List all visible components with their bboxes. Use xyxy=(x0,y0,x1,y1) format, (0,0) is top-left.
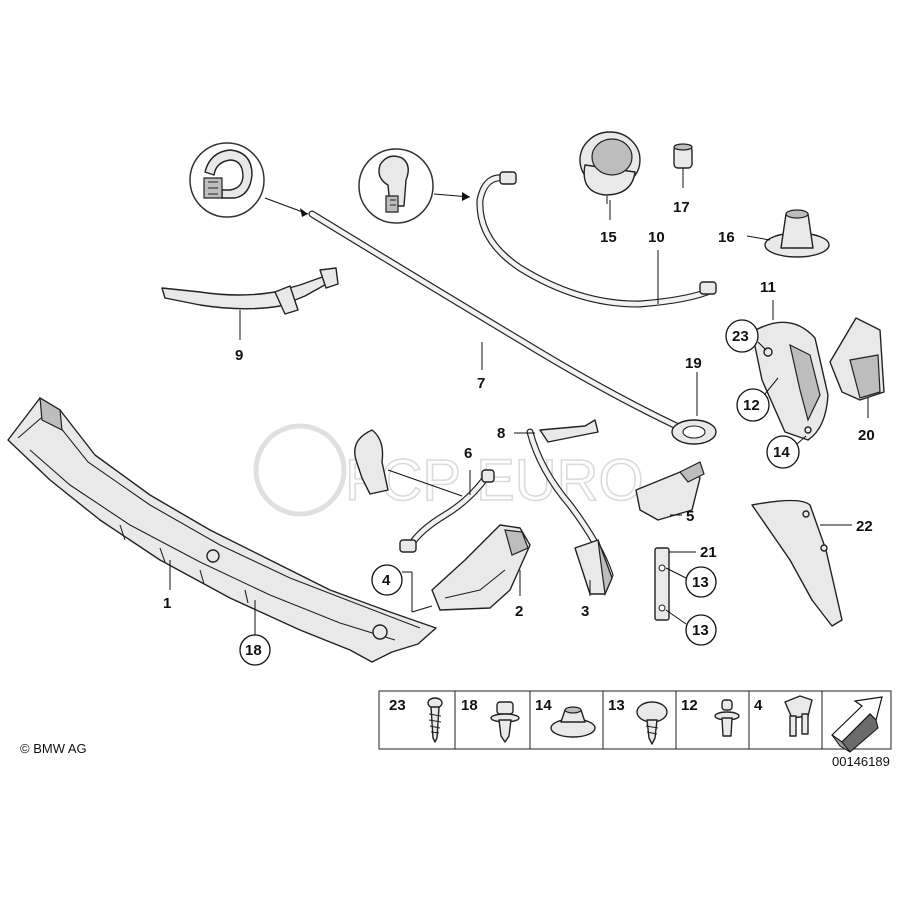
nut-icon xyxy=(550,706,596,738)
part-1-cowl-panel xyxy=(7,396,437,663)
part-2-duct xyxy=(431,524,531,611)
callout-13-b: 13 xyxy=(692,622,709,639)
callout-14: 14 xyxy=(773,444,790,461)
callout-12: 12 xyxy=(743,397,760,414)
fastener-legend: 23 18 14 13 12 4 xyxy=(378,690,892,753)
part-3-block xyxy=(574,539,613,597)
part-16-cone-grommet xyxy=(764,209,830,258)
callout-19: 19 xyxy=(685,355,702,372)
detail-seal-profile-b xyxy=(358,148,434,224)
callout-16: 16 xyxy=(718,229,735,246)
callout-20: 20 xyxy=(858,427,875,444)
callout-17: 17 xyxy=(673,199,690,216)
callout-23: 23 xyxy=(732,328,749,345)
callout-21: 21 xyxy=(700,544,717,561)
callout-10: 10 xyxy=(648,229,665,246)
legend-label-18: 18 xyxy=(461,697,478,714)
part-21-plate xyxy=(654,547,670,621)
callout-6: 6 xyxy=(464,445,472,462)
part-15-grommet xyxy=(579,131,641,204)
direction-arrow-icon xyxy=(831,696,883,753)
part-9-strip xyxy=(161,267,339,315)
legend-label-4: 4 xyxy=(754,697,763,714)
callout-7: 7 xyxy=(477,375,485,392)
rivet-icon xyxy=(714,699,740,737)
diagram-number: 00146189 xyxy=(832,754,890,769)
part-6-clip xyxy=(354,429,389,495)
callout-3: 3 xyxy=(581,603,589,620)
part-5-bracket xyxy=(635,461,705,521)
part-19-gasket xyxy=(671,419,717,445)
callout-13-a: 13 xyxy=(692,574,709,591)
detail-seal-profile-a xyxy=(189,142,265,218)
callout-11: 11 xyxy=(760,279,776,296)
screw-icon xyxy=(427,697,443,743)
copyright-text: © BMW AG xyxy=(20,741,87,756)
part-11-cover xyxy=(751,321,829,441)
part-22-panel xyxy=(751,499,843,627)
callout-22: 22 xyxy=(856,518,873,535)
legend-label-13: 13 xyxy=(608,697,625,714)
legend-label-12: 12 xyxy=(681,697,698,714)
part-10-hose xyxy=(476,171,717,308)
callout-15: 15 xyxy=(600,229,617,246)
callout-1: 1 xyxy=(163,595,171,612)
part-17-cap xyxy=(673,143,693,169)
part-6-hose xyxy=(399,469,495,553)
callout-5: 5 xyxy=(686,508,694,525)
callout-4: 4 xyxy=(382,572,391,589)
tapping-screw-icon xyxy=(636,701,668,745)
callout-18: 18 xyxy=(245,642,262,659)
clip-icon xyxy=(490,701,520,743)
legend-label-23: 23 xyxy=(389,697,406,714)
callout-2: 2 xyxy=(515,603,523,620)
expansion-clip-icon xyxy=(784,695,813,737)
callout-9: 9 xyxy=(235,347,243,364)
watermark: FCP EURO xyxy=(253,423,644,517)
part-20-cover xyxy=(829,317,885,401)
callout-8: 8 xyxy=(497,425,505,442)
legend-label-14: 14 xyxy=(535,697,552,714)
